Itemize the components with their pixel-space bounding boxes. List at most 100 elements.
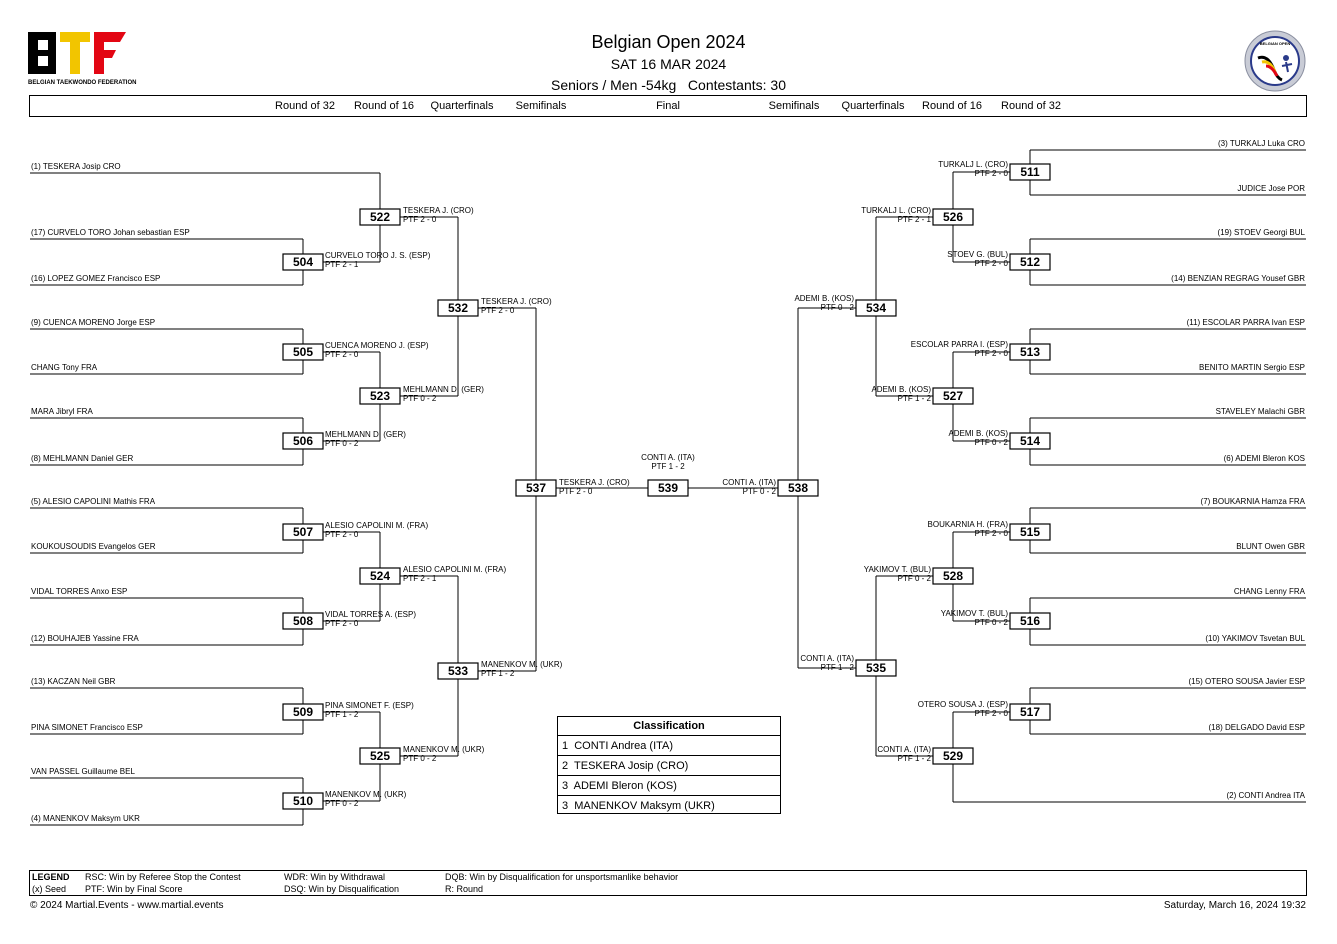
- match-number: 528: [943, 569, 963, 583]
- match-score: PTF 2 - 0: [975, 349, 1009, 358]
- competitor-name: VAN PASSEL Guillaume BEL: [31, 767, 135, 776]
- match-score: PTF 1 - 2: [821, 663, 855, 672]
- classification-row: 2 TESKERA Josip (CRO): [558, 757, 780, 776]
- winner-name: BOUKARNIA H. (FRA): [928, 520, 1009, 529]
- competitor-name: (7) BOUKARNIA Hamza FRA: [1201, 497, 1306, 506]
- winner-name: STOEV G. (BUL): [947, 250, 1008, 259]
- match-number: 523: [370, 389, 390, 403]
- match-box: [437, 299, 479, 317]
- match-score: PTF 0 - 2: [975, 438, 1009, 447]
- classification-row: 3 ADEMI Bleron (KOS): [558, 777, 780, 796]
- match-score: PTF 0 - 2: [821, 303, 855, 312]
- match-box: [1009, 432, 1051, 450]
- match-box: [282, 523, 324, 541]
- match-box: [437, 662, 479, 680]
- event-date: SAT 16 MAR 2024: [610, 56, 727, 72]
- match-score: PTF 2 - 0: [975, 529, 1009, 538]
- match-score: PTF 0 - 2: [743, 487, 777, 496]
- competitor-name: (12) BOUHAJEB Yassine FRA: [31, 634, 139, 643]
- match-box: [282, 343, 324, 361]
- round-label-right-2: Quarterfinals: [841, 100, 905, 112]
- match-score: PTF 2 - 0: [975, 259, 1009, 268]
- match-score: PTF 0 - 2: [975, 618, 1009, 627]
- match-number: 506: [293, 434, 313, 448]
- match-box: [932, 567, 974, 585]
- competitor-name: (3) TURKALJ Luka CRO: [1218, 139, 1305, 148]
- classification-row: 1 CONTI Andrea (ITA): [558, 737, 780, 756]
- competitor-name: (16) LOPEZ GOMEZ Francisco ESP: [31, 274, 160, 283]
- competitor-name: (8) MEHLMANN Daniel GER: [31, 454, 133, 463]
- match-score: PTF 2 - 0: [325, 530, 359, 539]
- winner-name: ADEMI B. (KOS): [794, 294, 854, 303]
- match-box: [1009, 523, 1051, 541]
- match-number: 514: [1020, 434, 1040, 448]
- competitor-name: (13) KACZAN Neil GBR: [31, 677, 116, 686]
- round-label-right-4: Round of 32: [1001, 100, 1061, 112]
- match-number: 515: [1020, 525, 1040, 539]
- legend-round: R: Round: [445, 884, 484, 894]
- winner-name: ESCOLAR PARRA I. (ESP): [911, 340, 1009, 349]
- match-score: PTF 0 - 2: [403, 754, 437, 763]
- competitor-name: CHANG Lenny FRA: [1234, 587, 1306, 596]
- winner-name: CURVELO TORO J. S. (ESP): [325, 251, 431, 260]
- match-box: [1009, 163, 1051, 181]
- match-number: 509: [293, 705, 313, 719]
- match-score: PTF 1 - 2: [481, 669, 515, 678]
- match-number: 513: [1020, 345, 1040, 359]
- match-box: [932, 747, 974, 765]
- match-number: 539: [658, 481, 678, 495]
- match-score: PTF 2 - 0: [975, 169, 1009, 178]
- winner-name: MANENKOV M. (UKR): [481, 660, 563, 669]
- competitor-name: VIDAL TORRES Anxo ESP: [31, 587, 127, 596]
- classification-row: 3 MANENKOV Maksym (UKR): [562, 800, 715, 812]
- match-score: PTF 1 - 2: [325, 710, 359, 719]
- match-number: 524: [370, 569, 390, 583]
- match-score: PTF 1 - 2: [898, 754, 932, 763]
- classification-title: Classification: [558, 717, 780, 736]
- match-number: 522: [370, 210, 390, 224]
- competitor-name: (5) ALESIO CAPOLINI Mathis FRA: [31, 497, 156, 506]
- match-number: 504: [293, 255, 313, 269]
- winner-name: ALESIO CAPOLINI M. (FRA): [403, 565, 506, 574]
- match-score: PTF 2 - 0: [559, 487, 593, 496]
- match-score: PTF 2 - 0: [403, 215, 437, 224]
- match-box: [359, 747, 401, 765]
- match-number: 512: [1020, 255, 1040, 269]
- match-score: PTF 0 - 2: [325, 439, 359, 448]
- competitor-name: (2) CONTI Andrea ITA: [1226, 791, 1305, 800]
- match-box: [282, 792, 324, 810]
- winner-name: OTERO SOUSA J. (ESP): [918, 700, 1009, 709]
- round-label-left-3: Quarterfinals: [430, 100, 494, 112]
- match-number: 534: [866, 301, 886, 315]
- match-box: [932, 208, 974, 226]
- competitor-name: (9) CUENCA MORENO Jorge ESP: [31, 318, 155, 327]
- round-label-left-2: Round of 16: [354, 100, 414, 112]
- competitor-name: JUDICE Jose POR: [1237, 184, 1305, 193]
- classification-table: Classification 1 CONTI Andrea (ITA) 2 TE…: [557, 716, 781, 814]
- competitor-name: (1) TESKERA Josip CRO: [31, 162, 121, 171]
- winner-name: TESKERA J. (CRO): [403, 206, 474, 215]
- winner-name: TESKERA J. (CRO): [481, 297, 552, 306]
- competitor-name: CHANG Tony FRA: [31, 363, 98, 372]
- round-label-right-1: Semifinals: [768, 100, 820, 112]
- match-box: [282, 703, 324, 721]
- event-category: Seniors / Men -54kg Contestants: 30: [550, 77, 786, 93]
- legend-wdr: WDR: Win by Withdrawal: [284, 872, 386, 882]
- match-box: [282, 432, 324, 450]
- legend-dsq: DSQ: Win by Disqualification: [284, 884, 400, 894]
- btf-logo: BELGIAN TAEKWONDO FEDERATION: [28, 30, 136, 90]
- competitor-name: KOUKOUSOUDIS Evangelos GER: [31, 542, 156, 551]
- match-box: [515, 479, 557, 497]
- competitor-name: (18) DELGADO David ESP: [1209, 723, 1305, 732]
- round-label-right-3: Round of 16: [922, 100, 982, 112]
- winner-name: MEHLMANN D. (GER): [403, 385, 484, 394]
- match-number: 526: [943, 210, 963, 224]
- match-number: 508: [293, 614, 313, 628]
- legend-seed: (x) Seed: [32, 884, 67, 894]
- winner-name: YAKIMOV T. (BUL): [941, 609, 1009, 618]
- winner-name: MANENKOV M. (UKR): [403, 745, 485, 754]
- match-box: [1009, 343, 1051, 361]
- round-label-final: Final: [656, 100, 680, 112]
- competitor-name: (17) CURVELO TORO Johan sebastian ESP: [31, 228, 190, 237]
